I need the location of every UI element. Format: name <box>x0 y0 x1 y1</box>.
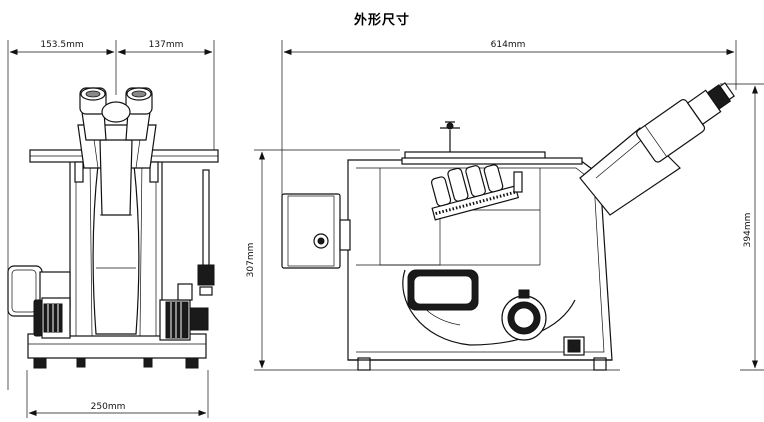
front-width-right-label: 137mm <box>149 40 184 50</box>
front-base-label: 250mm <box>91 402 126 412</box>
front-width-left-label: 153.5mm <box>40 40 83 50</box>
front-view: 153.5mm 137mm 250mm <box>7 40 219 418</box>
drawing-title: 外形尺寸 <box>353 13 410 28</box>
side-height-label: 307mm <box>246 243 256 278</box>
total-height-label: 394mm <box>743 213 753 248</box>
side-length-label: 614mm <box>491 40 526 50</box>
side-view: 614mm 307mm 394mm <box>246 40 764 371</box>
